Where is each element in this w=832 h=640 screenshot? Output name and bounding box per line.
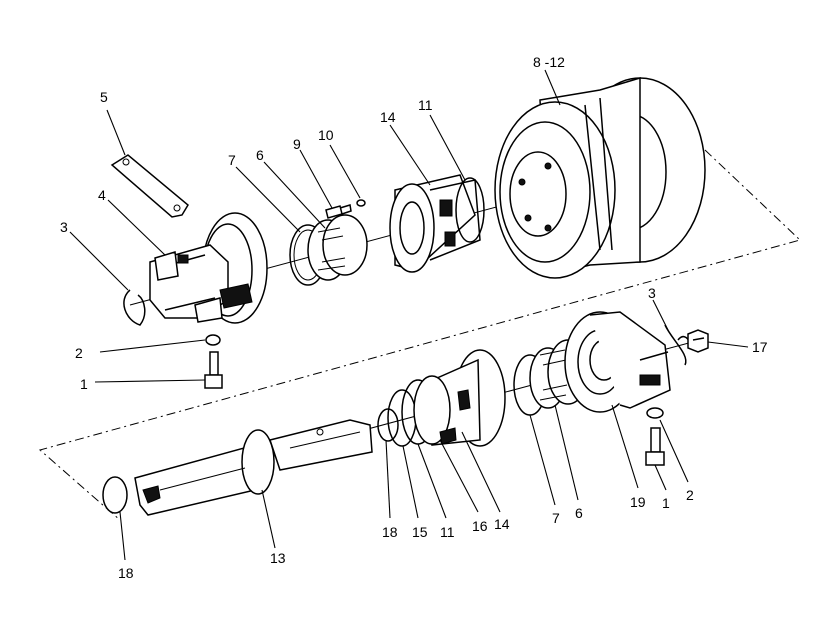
part-17-plug bbox=[687, 329, 709, 353]
label-11-upper: 11 bbox=[418, 97, 433, 113]
part-4-bracket-housing bbox=[149, 212, 268, 324]
section-boundary-line bbox=[38, 149, 801, 521]
label-2-lower: 2 bbox=[686, 487, 694, 503]
label-14-lower: 14 bbox=[494, 516, 510, 532]
label-5: 5 bbox=[100, 89, 108, 105]
label-9: 9 bbox=[293, 136, 301, 152]
part-18-ring-left bbox=[102, 476, 128, 514]
label-1-upper: 1 bbox=[80, 376, 88, 392]
part-1-bolt-upper bbox=[204, 351, 223, 389]
label-11-lower: 11 bbox=[440, 524, 455, 540]
label-15: 15 bbox=[412, 524, 428, 540]
part-14-collar-lower bbox=[413, 349, 506, 447]
part-3-snap-ring-upper bbox=[123, 289, 146, 326]
label-19: 19 bbox=[630, 494, 646, 510]
part-8-12-roller-wheel bbox=[494, 76, 706, 279]
label-4: 4 bbox=[98, 187, 106, 203]
label-6-upper: 6 bbox=[256, 147, 264, 163]
leader-lines bbox=[69, 69, 749, 561]
part-5-plate bbox=[110, 154, 189, 218]
part-19-bracket-housing bbox=[564, 311, 671, 413]
label-3-upper: 3 bbox=[60, 219, 68, 235]
part-13-shaft bbox=[134, 419, 373, 516]
label-2-upper: 2 bbox=[75, 345, 83, 361]
label-8-12: 8 -12 bbox=[533, 54, 565, 70]
label-13: 13 bbox=[270, 550, 286, 566]
label-16: 16 bbox=[472, 518, 488, 534]
part-9-bolt bbox=[325, 204, 352, 219]
label-7-upper: 7 bbox=[228, 152, 236, 168]
label-6-lower: 6 bbox=[575, 505, 583, 521]
label-1-lower: 1 bbox=[662, 495, 670, 511]
part-11-ring-upper bbox=[455, 177, 485, 243]
label-18-left: 18 bbox=[118, 565, 134, 581]
label-10: 10 bbox=[318, 127, 334, 143]
part-6-floating-seal-upper bbox=[307, 214, 368, 281]
part-2-washer-lower bbox=[646, 407, 664, 419]
label-14-upper: 14 bbox=[380, 109, 396, 125]
part-10-washer bbox=[356, 199, 366, 207]
part-3-snap-ring-lower bbox=[664, 324, 691, 366]
part-1-bolt-lower bbox=[645, 427, 665, 466]
label-18-lower: 18 bbox=[382, 524, 398, 540]
label-7-lower: 7 bbox=[552, 510, 560, 526]
part-14-collar-upper bbox=[389, 174, 481, 273]
label-3-lower: 3 bbox=[648, 285, 656, 301]
part-2-washer-upper bbox=[205, 334, 221, 346]
label-17: 17 bbox=[752, 339, 768, 355]
